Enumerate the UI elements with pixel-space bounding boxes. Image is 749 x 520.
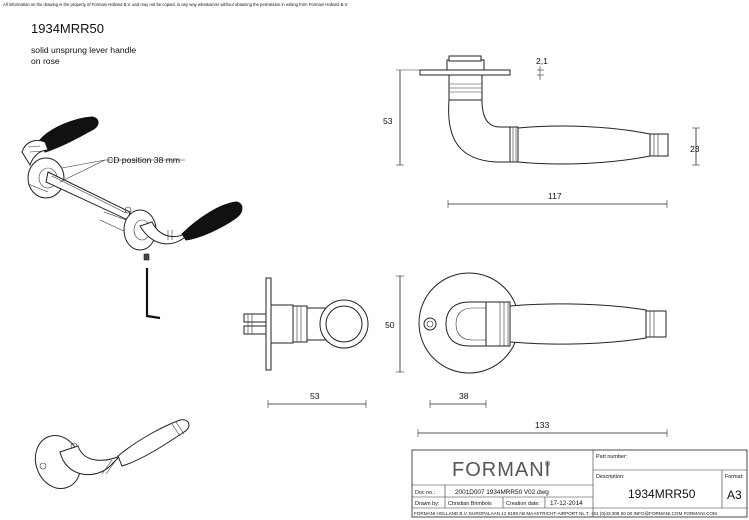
- format-label: Format:: [725, 474, 744, 480]
- doc-no-label: Doc no.:: [415, 490, 435, 496]
- product-code-title: 1934MRR50: [31, 21, 104, 36]
- drawn-by-label: Drawn by:: [415, 501, 439, 507]
- end-view-handle: [243, 277, 369, 371]
- side-view-handle: [419, 55, 669, 165]
- description-value: 1934MRR50: [628, 487, 696, 501]
- formani-logo: FORMANI: [452, 459, 551, 481]
- isometric-exploded-view: [21, 116, 243, 320]
- creation-date-label: Creation date:: [506, 501, 540, 507]
- format-value: A3: [727, 488, 742, 502]
- dimension-2-1: 2,1: [536, 56, 548, 66]
- part-number-label: Part number:: [596, 454, 627, 460]
- description-line-1: solid unsprung lever handle: [31, 45, 136, 55]
- description-label: Description:: [596, 474, 624, 480]
- company-footer: FORMANI HOLLAND B.V. EUROPALAAN 12 6199 …: [414, 511, 717, 516]
- doc-no-value: 2001D007 1934MRR50 V02.dwg: [455, 489, 549, 496]
- dimension-23: 23: [690, 144, 700, 154]
- creation-date-value: 17-12-2014: [550, 500, 583, 507]
- dimension-50: 50: [385, 320, 395, 330]
- dimension-38: 38: [459, 391, 469, 401]
- top-view-handle: [418, 272, 667, 374]
- dimension-117: 117: [548, 191, 562, 201]
- dimension-53-horizontal: 53: [310, 391, 320, 401]
- description-line-2: on rose: [31, 56, 60, 66]
- brand-registered-mark: ®: [545, 460, 551, 468]
- dimension-53-vertical: 53: [383, 116, 393, 126]
- title-block: [411, 449, 748, 518]
- dimension-133: 133: [535, 420, 550, 430]
- drawn-by-value: Christian Brimbois: [448, 501, 492, 507]
- perspective-view-handle: [34, 419, 190, 489]
- copyright-notice: All information on the drawing is the pr…: [3, 2, 348, 7]
